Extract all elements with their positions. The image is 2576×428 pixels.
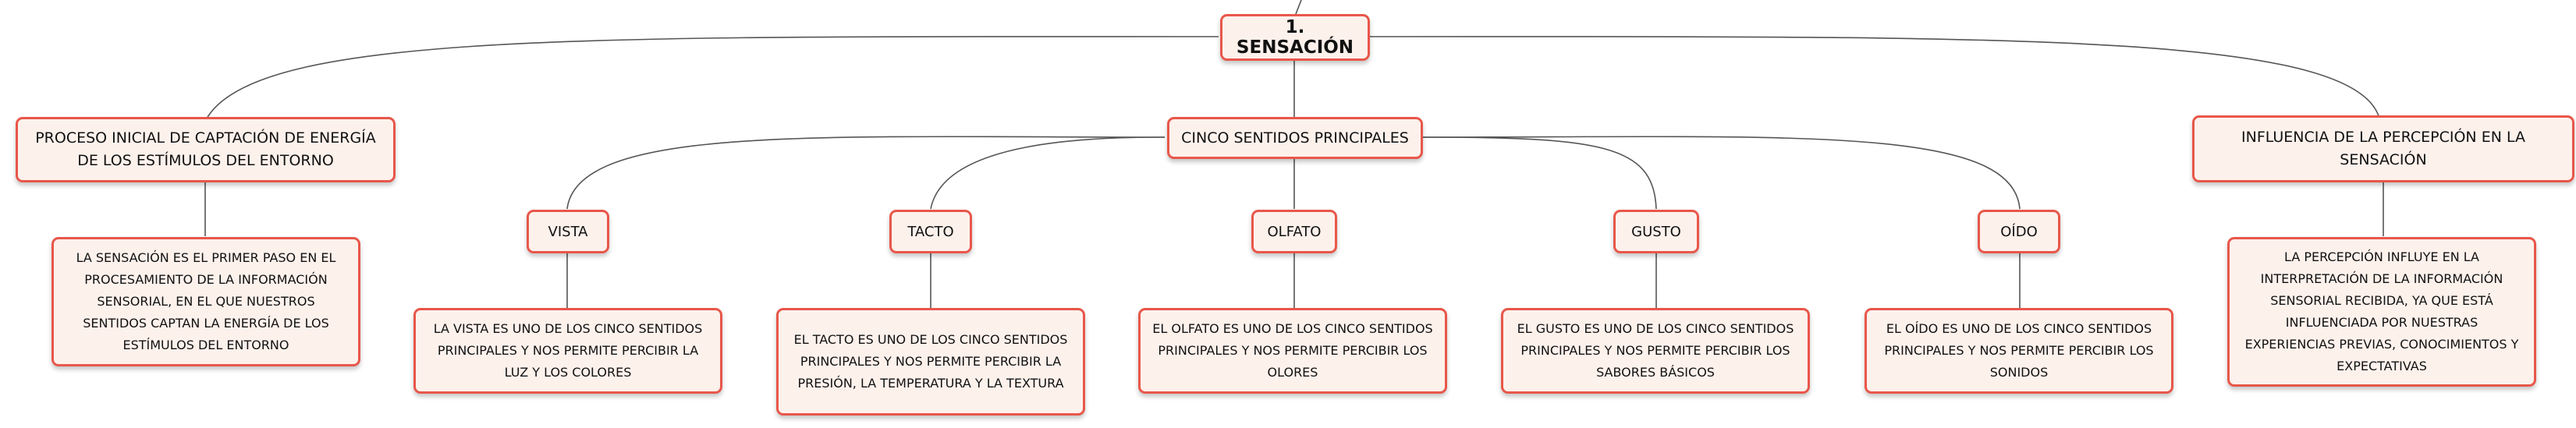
branch-node-center[interactable]: CINCO SENTIDOS PRINCIPALES <box>1167 117 1423 159</box>
root-node[interactable]: 1. SENSACIÓN <box>1220 14 1370 61</box>
detail-node-tacto[interactable]: EL TACTO ES UNO DE LOS CINCO SENTIDOS PR… <box>776 308 1085 416</box>
sense-node-tacto[interactable]: TACTO <box>889 210 972 253</box>
detail-node-gusto[interactable]: EL GUSTO ES UNO DE LOS CINCO SENTIDOS PR… <box>1501 308 1810 394</box>
detail-node-olfato[interactable]: EL OLFATO ES UNO DE LOS CINCO SENTIDOS P… <box>1138 308 1447 394</box>
connector-incoming <box>1295 0 1302 15</box>
detail-node-right[interactable]: LA PERCEPCIÓN INFLUYE EN LA INTERPRETACI… <box>2227 237 2536 387</box>
connector-root-left <box>206 36 1219 119</box>
sense-node-olfato[interactable]: OLFATO <box>1251 210 1337 253</box>
detail-node-vista[interactable]: LA VISTA ES UNO DE LOS CINCO SENTIDOS PR… <box>413 308 722 394</box>
connector-center-gusto <box>1421 136 1657 210</box>
connector-center-vista <box>566 136 1166 210</box>
connector-center-tacto <box>930 136 1166 210</box>
sense-node-gusto[interactable]: GUSTO <box>1613 210 1699 253</box>
detail-node-left[interactable]: LA SENSACIÓN ES EL PRIMER PASO EN EL PRO… <box>51 237 360 366</box>
connector-center-oido <box>1421 136 2021 210</box>
connector-root-right <box>1369 36 2380 119</box>
detail-node-oido[interactable]: EL OÍDO ES UNO DE LOS CINCO SENTIDOS PRI… <box>1865 308 2173 394</box>
sense-node-vista[interactable]: VISTA <box>527 210 609 253</box>
sense-node-oido[interactable]: OÍDO <box>1978 210 2060 253</box>
branch-node-left[interactable]: PROCESO INICIAL DE CAPTACIÓN DE ENERGÍA … <box>16 117 396 182</box>
branch-node-right[interactable]: INFLUENCIA DE LA PERCEPCIÓN EN LA SENSAC… <box>2192 115 2574 182</box>
